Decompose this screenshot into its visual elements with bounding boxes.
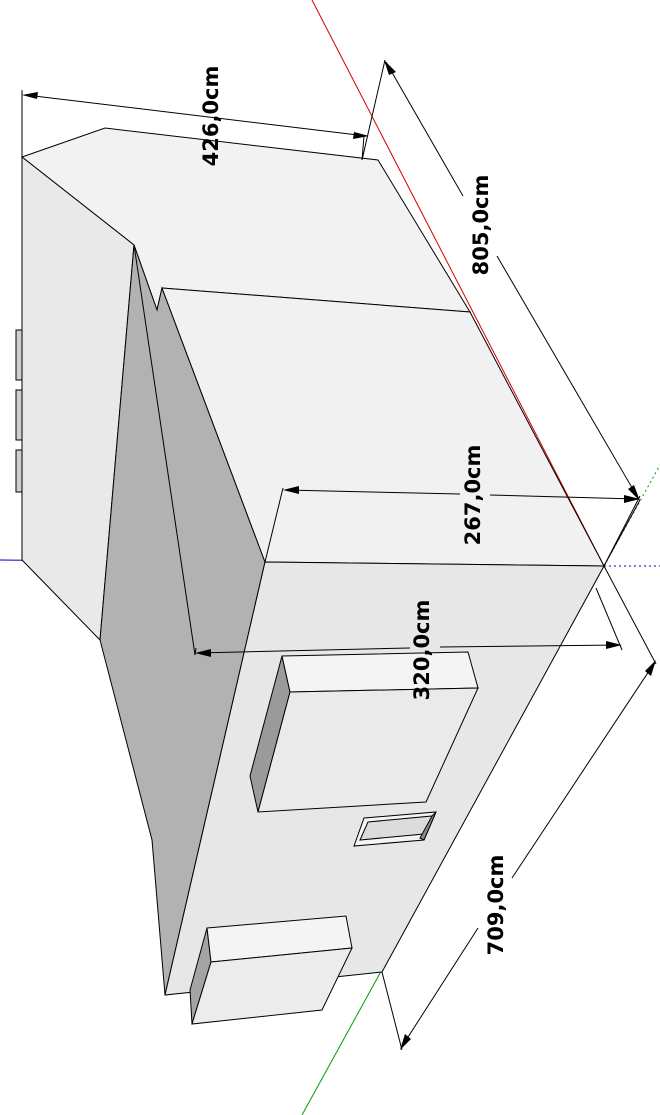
left-tab-1	[15, 329, 23, 381]
label-267: 267,0cm	[461, 445, 485, 546]
dimension-709	[381, 565, 657, 1051]
dimension-426	[21, 90, 369, 161]
red-axis	[311, 0, 605, 567]
box1-front	[257, 687, 479, 813]
dimension-805	[361, 59, 641, 567]
dimension-320	[194, 587, 623, 657]
green-axis-dotted	[603, 464, 660, 567]
label-709: 709,0cm	[484, 855, 508, 956]
label-320: 320,0cm	[410, 600, 434, 701]
left-tab-3	[15, 449, 23, 493]
shadow-crease	[133, 244, 196, 656]
label-426: 426,0cm	[199, 66, 223, 167]
label-805: 805,0cm	[469, 175, 493, 276]
box1-top	[281, 651, 479, 693]
dimension-267	[264, 486, 641, 567]
left-tab-2	[15, 389, 23, 441]
slot-shade	[419, 811, 437, 841]
box2-front	[191, 947, 353, 1025]
